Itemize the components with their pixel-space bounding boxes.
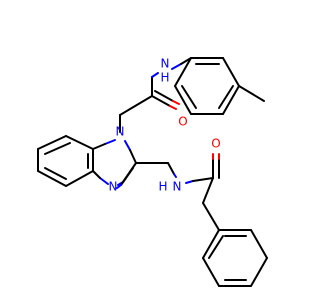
nh-to-carbonyl-bond-n (185, 180, 194, 184)
c2-n3-double-inner-n (116, 184, 122, 189)
carbonyl-o-bond-b (172, 100, 180, 105)
carbonyl-double-bond-b (154, 90, 174, 102)
phenyl-bond-4 (250, 257, 268, 287)
benzene-bond-5 (65, 170, 94, 187)
tolyl-inner-bond-2 (218, 85, 234, 109)
atom-labels: N H O N N N H O (109, 57, 221, 194)
bottom-amide-h-label: H (158, 180, 167, 194)
benzene-bond-4 (37, 170, 67, 187)
nh-bond-segment (151, 72, 159, 78)
phenyl-bond-3 (250, 229, 268, 259)
carbonyl-o-bond-a (169, 105, 177, 110)
ring-n3-label: N (109, 180, 118, 194)
carbonyl-double-bond-a (151, 95, 171, 107)
tolyl-bond-6 (174, 57, 192, 87)
c7a-bond-segment (92, 143, 106, 150)
n1-to-c2-bond (129, 149, 137, 164)
molecule-structure: N H O N N N H O (37, 57, 268, 287)
phenyl-inner-bond-3 (208, 235, 224, 259)
tolyl-bond-5 (174, 85, 192, 115)
benzene-inner-bond-1 (44, 142, 71, 155)
phenyl-bond-6 (202, 257, 220, 287)
n1-to-c2-bond-n (124, 140, 131, 151)
molecule-canvas: N H O N N N H O (37, 56, 268, 287)
bottom-benzamide-fragment (185, 153, 268, 287)
nh-to-carbonyl-bond (192, 177, 214, 182)
phenyl-bond-1 (202, 202, 220, 231)
bottom-amide-n-label: N (173, 180, 182, 194)
nh-to-aryl-bond-n (171, 63, 182, 70)
n1-to-c7a-bond (104, 139, 116, 145)
top-amide-o-label: O (178, 115, 187, 129)
ch2-to-nh-bond-n (173, 173, 177, 178)
n3-to-c3a-bond (92, 170, 101, 179)
methyl-bond (238, 85, 265, 102)
carbonyl-to-aryl-bond (202, 177, 214, 204)
n3-to-c3a-bond-n (99, 177, 109, 185)
ring-n1-label: N (116, 125, 125, 139)
phenyl-bond-7 (202, 229, 220, 259)
top-amide-n-label: N (161, 57, 170, 71)
tolyl-inner-bond-3 (181, 85, 197, 109)
tolyl-bond-3 (222, 85, 240, 115)
benzene-bond-1 (65, 135, 94, 150)
c2-n3-double-inner (120, 167, 134, 186)
bottom-amide-o-label: O (211, 137, 220, 151)
top-amide-h-label: H (160, 71, 169, 85)
benzene-inner-bond-2 (44, 167, 67, 180)
tolyl-bond-2 (222, 57, 240, 87)
ch2-to-carbonyl-bond (119, 95, 153, 116)
top-amide-fragment (119, 57, 265, 116)
benzimidazole-fragment (37, 114, 177, 189)
benzene-bond-2 (37, 135, 67, 150)
ch2-to-nh-bond (167, 162, 175, 175)
